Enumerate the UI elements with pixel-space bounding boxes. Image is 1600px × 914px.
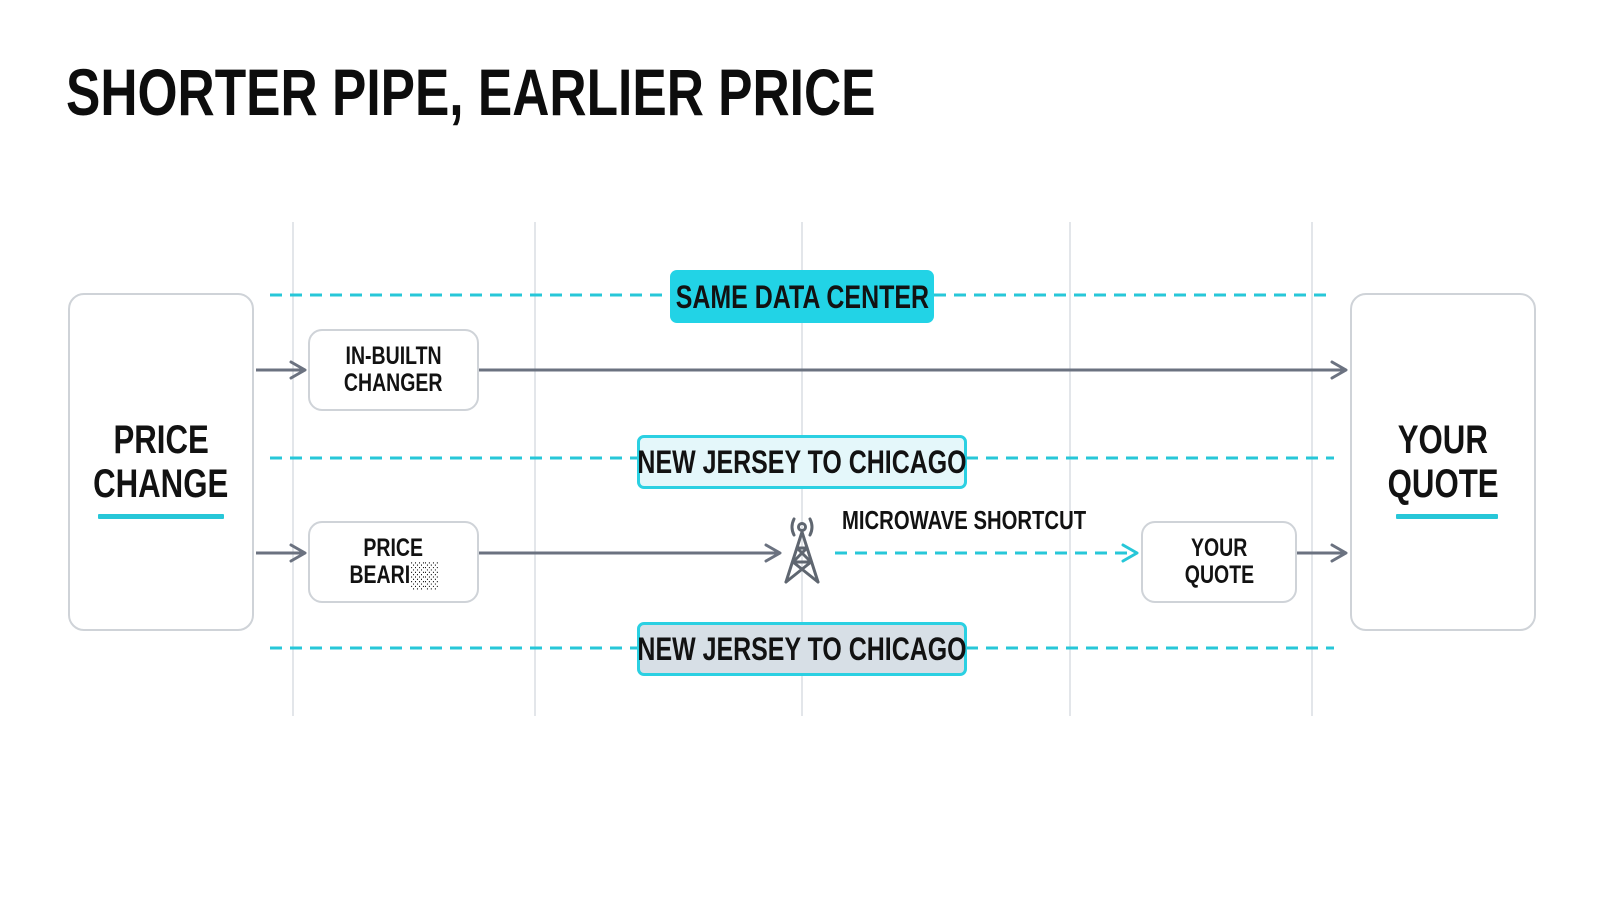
price-bearing-line-1: PRICE — [363, 534, 424, 562]
page-title: SHORTER PIPE, EARLIER PRICE — [66, 55, 876, 129]
destination-box: YOUR QUOTE — [1350, 293, 1536, 631]
small-quote-box: YOUR QUOTE — [1141, 521, 1297, 603]
inbuilt-changer-label: IN-BUILTN CHANGER — [330, 343, 456, 397]
source-label-line-1: PRICE — [113, 418, 209, 462]
lane-lines — [270, 293, 1334, 650]
destination-label-line-2: QUOTE — [1387, 462, 1499, 506]
lane-label-same-data-center: SAME DATA CENTER — [670, 270, 934, 323]
lane-label-nj-chicago-bottom: NEW JERSEY TO CHICAGO — [637, 622, 967, 676]
price-bearing-label: PRICE BEARI░░ — [337, 535, 450, 589]
source-box: PRICE CHANGE — [68, 293, 254, 631]
price-bearing-line-2: BEARI░░ — [349, 561, 438, 589]
inbuilt-changer-line-1: IN-BUILTN — [345, 342, 442, 370]
small-quote-line-2: QUOTE — [1184, 561, 1254, 589]
lane-label-same-data-center-text: SAME DATA CENTER — [675, 278, 929, 315]
lane-label-nj-chicago-top-text: NEW JERSEY TO CHICAGO — [637, 444, 967, 480]
source-box-label: PRICE CHANGE — [74, 418, 247, 506]
price-bearing-box: PRICE BEARI░░ — [308, 521, 479, 603]
destination-underline — [1396, 514, 1498, 519]
small-quote-line-1: YOUR — [1190, 534, 1248, 562]
destination-label-line-1: YOUR — [1397, 418, 1489, 462]
radio-tower-icon — [784, 517, 820, 584]
source-underline — [98, 514, 224, 519]
microwave-shortcut-label: MICROWAVE SHORTCUT — [842, 505, 1087, 535]
inbuilt-changer-box: IN-BUILTN CHANGER — [308, 329, 479, 411]
small-quote-label: YOUR QUOTE — [1175, 535, 1264, 589]
flow-arrows — [256, 360, 1348, 563]
destination-box-label: YOUR QUOTE — [1372, 418, 1514, 506]
source-label-line-2: CHANGE — [93, 462, 229, 506]
lane-label-nj-chicago-top: NEW JERSEY TO CHICAGO — [637, 435, 967, 489]
lane-label-nj-chicago-bottom-text: NEW JERSEY TO CHICAGO — [637, 631, 967, 667]
inbuilt-changer-line-2: CHANGER — [344, 369, 443, 397]
